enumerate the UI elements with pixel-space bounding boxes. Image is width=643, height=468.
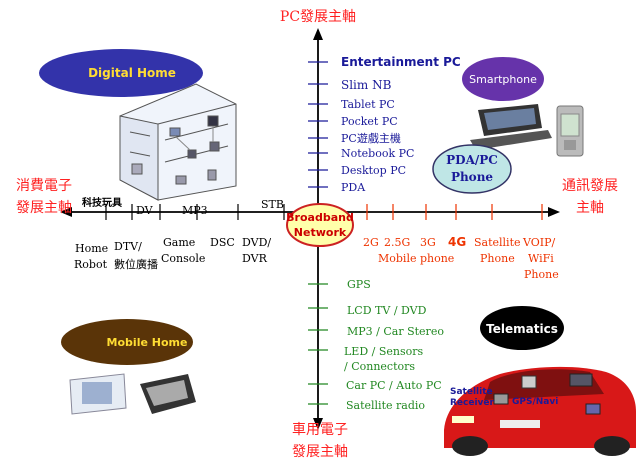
- car-label-satellite: Satellite: [450, 387, 493, 397]
- broadband-network-node: [286, 203, 354, 247]
- pc-item-tablet: Tablet PC: [341, 98, 395, 111]
- auto-item-gps: GPS: [347, 278, 371, 291]
- house-illustration-icon: [119, 83, 237, 201]
- auto-item-led: LED / Sensors: [344, 345, 424, 358]
- comm-item-satellite: Satellite: [474, 236, 521, 249]
- comm-item-satellite-phone: Phone: [480, 252, 515, 265]
- pc-item-game-console: PC遊戲主機: [341, 131, 401, 145]
- tablet-device-icon: [69, 373, 127, 415]
- laptop-device-icon: [470, 104, 552, 150]
- pda-pc-phone-badge: [432, 144, 512, 194]
- pc-item-notebook: Notebook PC: [341, 147, 414, 160]
- telematics-badge: [480, 306, 564, 350]
- consumer-items-below: Home Robot DTV/ 數位廣播 Game Console DSC DV…: [74, 236, 271, 271]
- auto-item-lcd: LCD TV / DVD: [347, 304, 427, 317]
- consumer-item-mp3: MP3: [182, 204, 208, 217]
- consumer-item-dsc: DSC: [210, 236, 235, 249]
- consumer-ticks: [105, 204, 285, 220]
- pc-item-desktop: Desktop PC: [341, 164, 406, 177]
- car-illustration-icon: [444, 366, 636, 456]
- telematics-label: Telematics: [486, 322, 558, 336]
- consumer-item-dvd: DVD/: [242, 236, 271, 249]
- comm-item-voip: VOIP/: [522, 236, 556, 249]
- pc-item-pda: PDA: [341, 181, 366, 194]
- comm-item-wifi: WiFi: [528, 252, 554, 265]
- consumer-item-dtv: DTV/: [114, 240, 142, 253]
- pc-items: Entertainment PC Slim NB Tablet PC Pocke…: [341, 55, 461, 194]
- pda-pc-phone-label-1: PDA/PC: [446, 153, 498, 167]
- axis-title-left-2: 發展主軸: [16, 200, 72, 216]
- smartphone-label: Smartphone: [469, 73, 537, 86]
- comm-item-mobile-phone: Mobile phone: [378, 252, 454, 265]
- consumer-items-above: 科技玩具 DV MP3 STB: [82, 196, 284, 217]
- axis-arrow-left-icon: [60, 207, 72, 217]
- comm-item-wifi-phone: Phone: [524, 268, 559, 281]
- axis-title-right-1: 通訊發展: [562, 178, 618, 194]
- consumer-item-robot: Robot: [74, 258, 108, 271]
- axis-title-bottom-1: 車用電子: [292, 421, 348, 438]
- consumer-item-game: Game: [163, 236, 195, 249]
- axis-arrow-right-icon: [548, 207, 560, 217]
- comm-item-2g: 2G: [363, 236, 379, 249]
- pda-device-icon: [556, 105, 584, 157]
- digital-home-label: Digital Home: [88, 66, 176, 80]
- smartphone-badge: [462, 57, 544, 101]
- center-label-2: Network: [294, 226, 347, 239]
- auto-ticks: [308, 283, 328, 405]
- auto-item-satradio: Satellite radio: [346, 399, 425, 412]
- axis-arrow-up-icon: [313, 28, 323, 40]
- auto-item-mp3: MP3 / Car Stereo: [347, 325, 444, 338]
- consumer-item-tech-toys: 科技玩具: [82, 196, 122, 209]
- comm-item-4g: 4G: [448, 235, 466, 249]
- axis-title-left-1: 消費電子: [16, 178, 72, 194]
- center-label-1: Broadband: [286, 211, 354, 224]
- axis-title-bottom-2: 發展主軸: [292, 444, 348, 460]
- auto-item-carpc: Car PC / Auto PC: [346, 379, 442, 392]
- auto-items: GPS LCD TV / DVD MP3 / Car Stereo LED / …: [344, 278, 444, 412]
- pc-item-pocket: Pocket PC: [341, 115, 398, 128]
- car-label-receiver: Receiver: [450, 398, 495, 408]
- pc-ticks: [308, 61, 328, 188]
- mobile-home-badge: [61, 319, 193, 365]
- consumer-item-digital-broadcast: 數位廣播: [114, 257, 158, 271]
- axis-title-top: PC發展主軸: [280, 9, 356, 25]
- digital-home-badge: [39, 49, 203, 97]
- pc-item-slim-nb: Slim NB: [341, 78, 392, 92]
- pda-pc-phone-label-2: Phone: [451, 170, 493, 184]
- comm-item-25g: 2.5G: [384, 236, 410, 249]
- consumer-item-stb: STB: [261, 198, 284, 211]
- axis-arrow-down-icon: [313, 418, 323, 430]
- auto-item-connectors: / Connectors: [344, 360, 415, 373]
- consumer-item-console: Console: [161, 252, 205, 265]
- axis-title-right-2: 主軸: [576, 200, 604, 216]
- consumer-item-home: Home: [75, 242, 108, 255]
- portable-player-icon: [140, 374, 196, 414]
- consumer-item-dvr: DVR: [242, 252, 268, 265]
- comm-ticks: [366, 204, 543, 220]
- consumer-item-dv: DV: [136, 204, 154, 217]
- car-label-gps: GPS/Navi: [512, 397, 558, 407]
- comm-items: 2G 2.5G 3G 4G Mobile phone Satellite Pho…: [363, 235, 559, 281]
- mobile-home-label: Mobile Home: [107, 336, 188, 349]
- comm-item-3g: 3G: [420, 236, 436, 249]
- pc-item-entertainment: Entertainment PC: [341, 55, 461, 69]
